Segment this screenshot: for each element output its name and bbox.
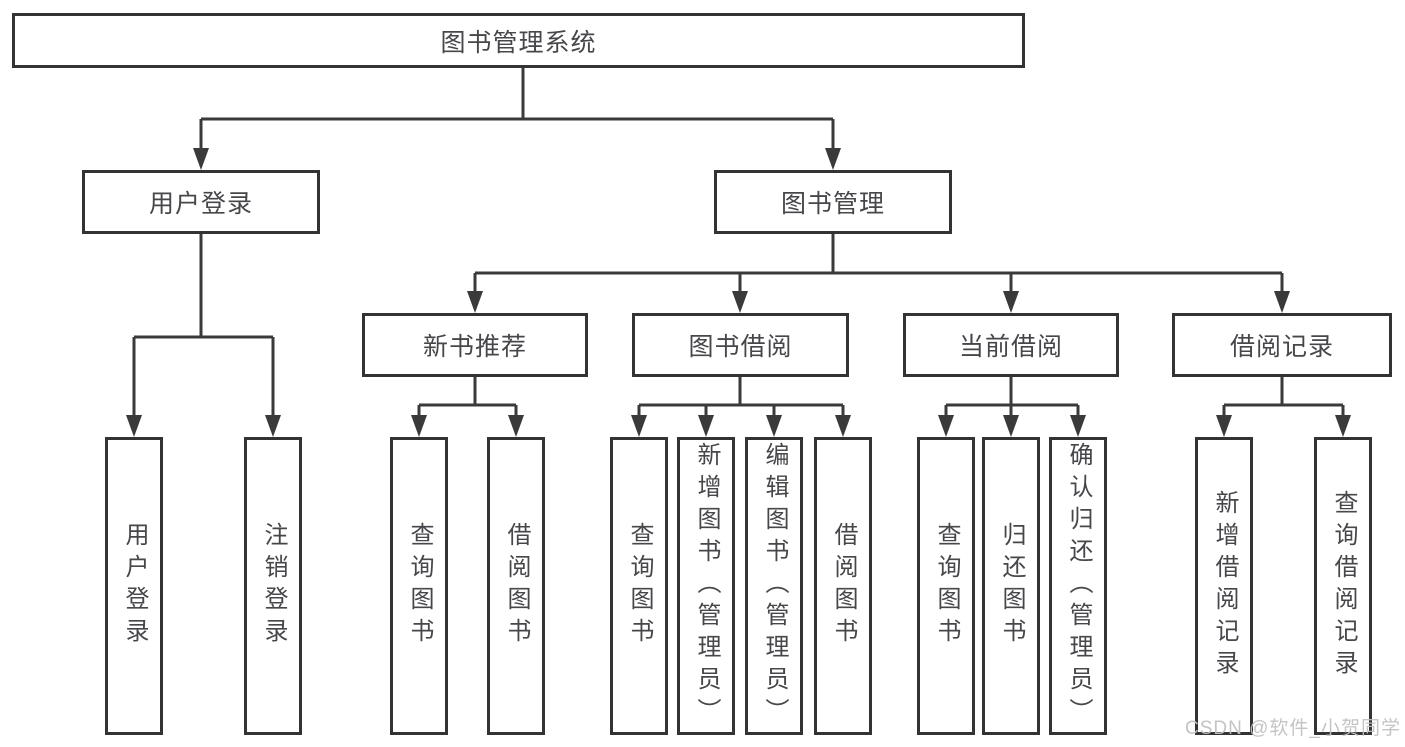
leaf-query-books-recommend: 查询图书: [390, 437, 448, 735]
node-label: 用户登录: [148, 190, 253, 218]
leaf-borrow-books-borrowing: 借阅图书: [814, 437, 872, 735]
watermark: CSDN @软件_小贺同学: [1185, 718, 1401, 739]
leaf-user-login: 用户登录: [105, 437, 163, 735]
node-new-book-recommend: 新书推荐: [362, 313, 588, 377]
node-book-management: 图书管理: [714, 170, 952, 234]
node-label: 借阅记录: [1229, 333, 1334, 361]
leaf-query-borrow-record: 查询借阅记录: [1314, 437, 1372, 735]
node-label: 图书管理: [780, 190, 885, 218]
leaf-confirm-return-admin: 确认归还（管理员）: [1049, 437, 1107, 735]
leaf-label: 确认归还（管理员）: [1065, 442, 1092, 730]
leaf-label: 借阅图书: [503, 522, 530, 650]
leaf-query-books-current: 查询图书: [917, 437, 975, 735]
leaf-query-books-borrowing: 查询图书: [610, 437, 668, 735]
node-label: 图书借阅: [688, 333, 793, 361]
leaf-label: 借阅图书: [830, 522, 857, 650]
leaf-add-borrow-record: 新增借阅记录: [1195, 437, 1253, 735]
leaf-return-books: 归还图书: [982, 437, 1040, 735]
node-label: 当前借阅: [958, 333, 1063, 361]
arrowheads: [126, 148, 1351, 437]
node-label: 图书管理系统: [440, 28, 597, 57]
node-user-login: 用户登录: [82, 170, 320, 234]
leaf-label: 查询图书: [626, 522, 653, 650]
leaf-label: 查询图书: [933, 522, 960, 650]
leaf-label: 归还图书: [998, 522, 1025, 650]
leaf-logout: 注销登录: [244, 437, 302, 735]
leaf-add-books-admin: 新增图书（管理员）: [677, 437, 735, 735]
node-library-management-system: 图书管理系统: [12, 13, 1025, 68]
leaf-label: 新增图书（管理员）: [693, 442, 720, 730]
leaf-label: 编辑图书（管理员）: [761, 442, 788, 730]
leaf-label: 新增借阅记录: [1211, 490, 1238, 682]
leaf-label: 用户登录: [121, 522, 148, 650]
leaf-edit-books-admin: 编辑图书（管理员）: [745, 437, 803, 735]
leaf-label: 查询借阅记录: [1330, 490, 1357, 682]
node-borrowing-records: 借阅记录: [1172, 313, 1392, 377]
node-label: 新书推荐: [422, 333, 527, 361]
node-current-borrowing: 当前借阅: [903, 313, 1119, 377]
leaf-borrow-books-recommend: 借阅图书: [487, 437, 545, 735]
node-book-borrowing: 图书借阅: [632, 313, 849, 377]
leaf-label: 查询图书: [406, 522, 433, 650]
leaf-label: 注销登录: [260, 522, 287, 650]
